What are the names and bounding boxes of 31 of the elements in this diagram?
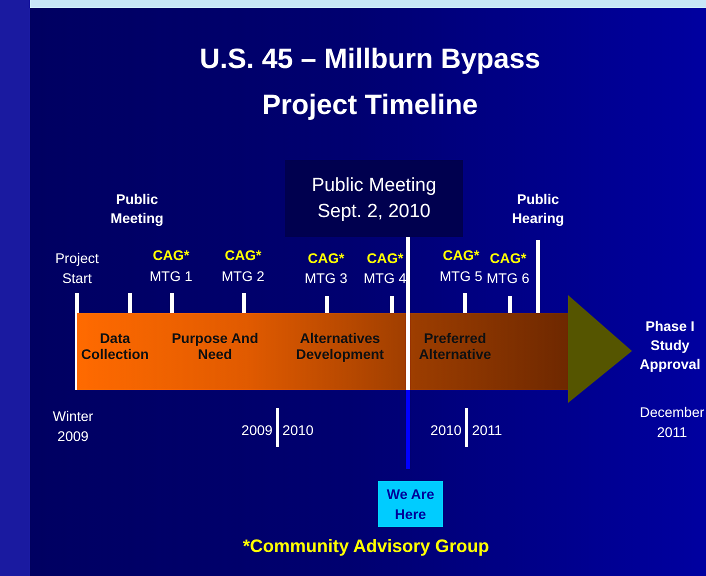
heading-box: Public Meeting Sept. 2, 2010 [285,160,463,237]
timeline-label: MTG 4 [364,269,406,288]
timeline-label: 2010 [282,421,314,440]
status-box: We Are Here [378,481,443,527]
timeline-label: MTG 1 [150,267,192,286]
footnote: *Community Advisory Group [242,537,490,556]
timeline-bar [77,313,568,390]
phase-label: Purpose And Need [165,330,265,362]
timeline-label: Winter 2009 [52,407,94,446]
timeline-label: 2011 [472,421,502,440]
title: U.S. 45 – Millburn Bypass Project Timeline [198,42,542,122]
meeting-label: CAG* [442,246,480,265]
meeting-label: CAG* [490,249,526,268]
timeline-label: MTG 2 [222,267,264,286]
timeline-label: Project Start [54,249,100,288]
meeting-label: CAG* [366,249,404,268]
meeting-label: CAG* [224,246,262,265]
timeline-label: MTG 5 [440,267,482,286]
timeline-label: MTG 6 [486,269,530,288]
meeting-label: CAG* [308,249,344,268]
milestone-label: Public Meeting [110,190,164,228]
milestone-label: Phase I Study Approval [638,317,702,374]
milestone-label: Public Hearing [510,190,566,228]
timeline-label: December 2011 [638,403,706,442]
meeting-label: CAG* [152,246,190,265]
timeline-label: 2010 [430,421,462,440]
phase-label: Alternatives Development [290,330,390,362]
timeline-label: MTG 3 [304,269,348,288]
phase-label: Preferred Alternative [405,330,505,362]
phase-label: Data Collection [65,330,165,362]
timeline-label: 2009 [241,421,273,440]
